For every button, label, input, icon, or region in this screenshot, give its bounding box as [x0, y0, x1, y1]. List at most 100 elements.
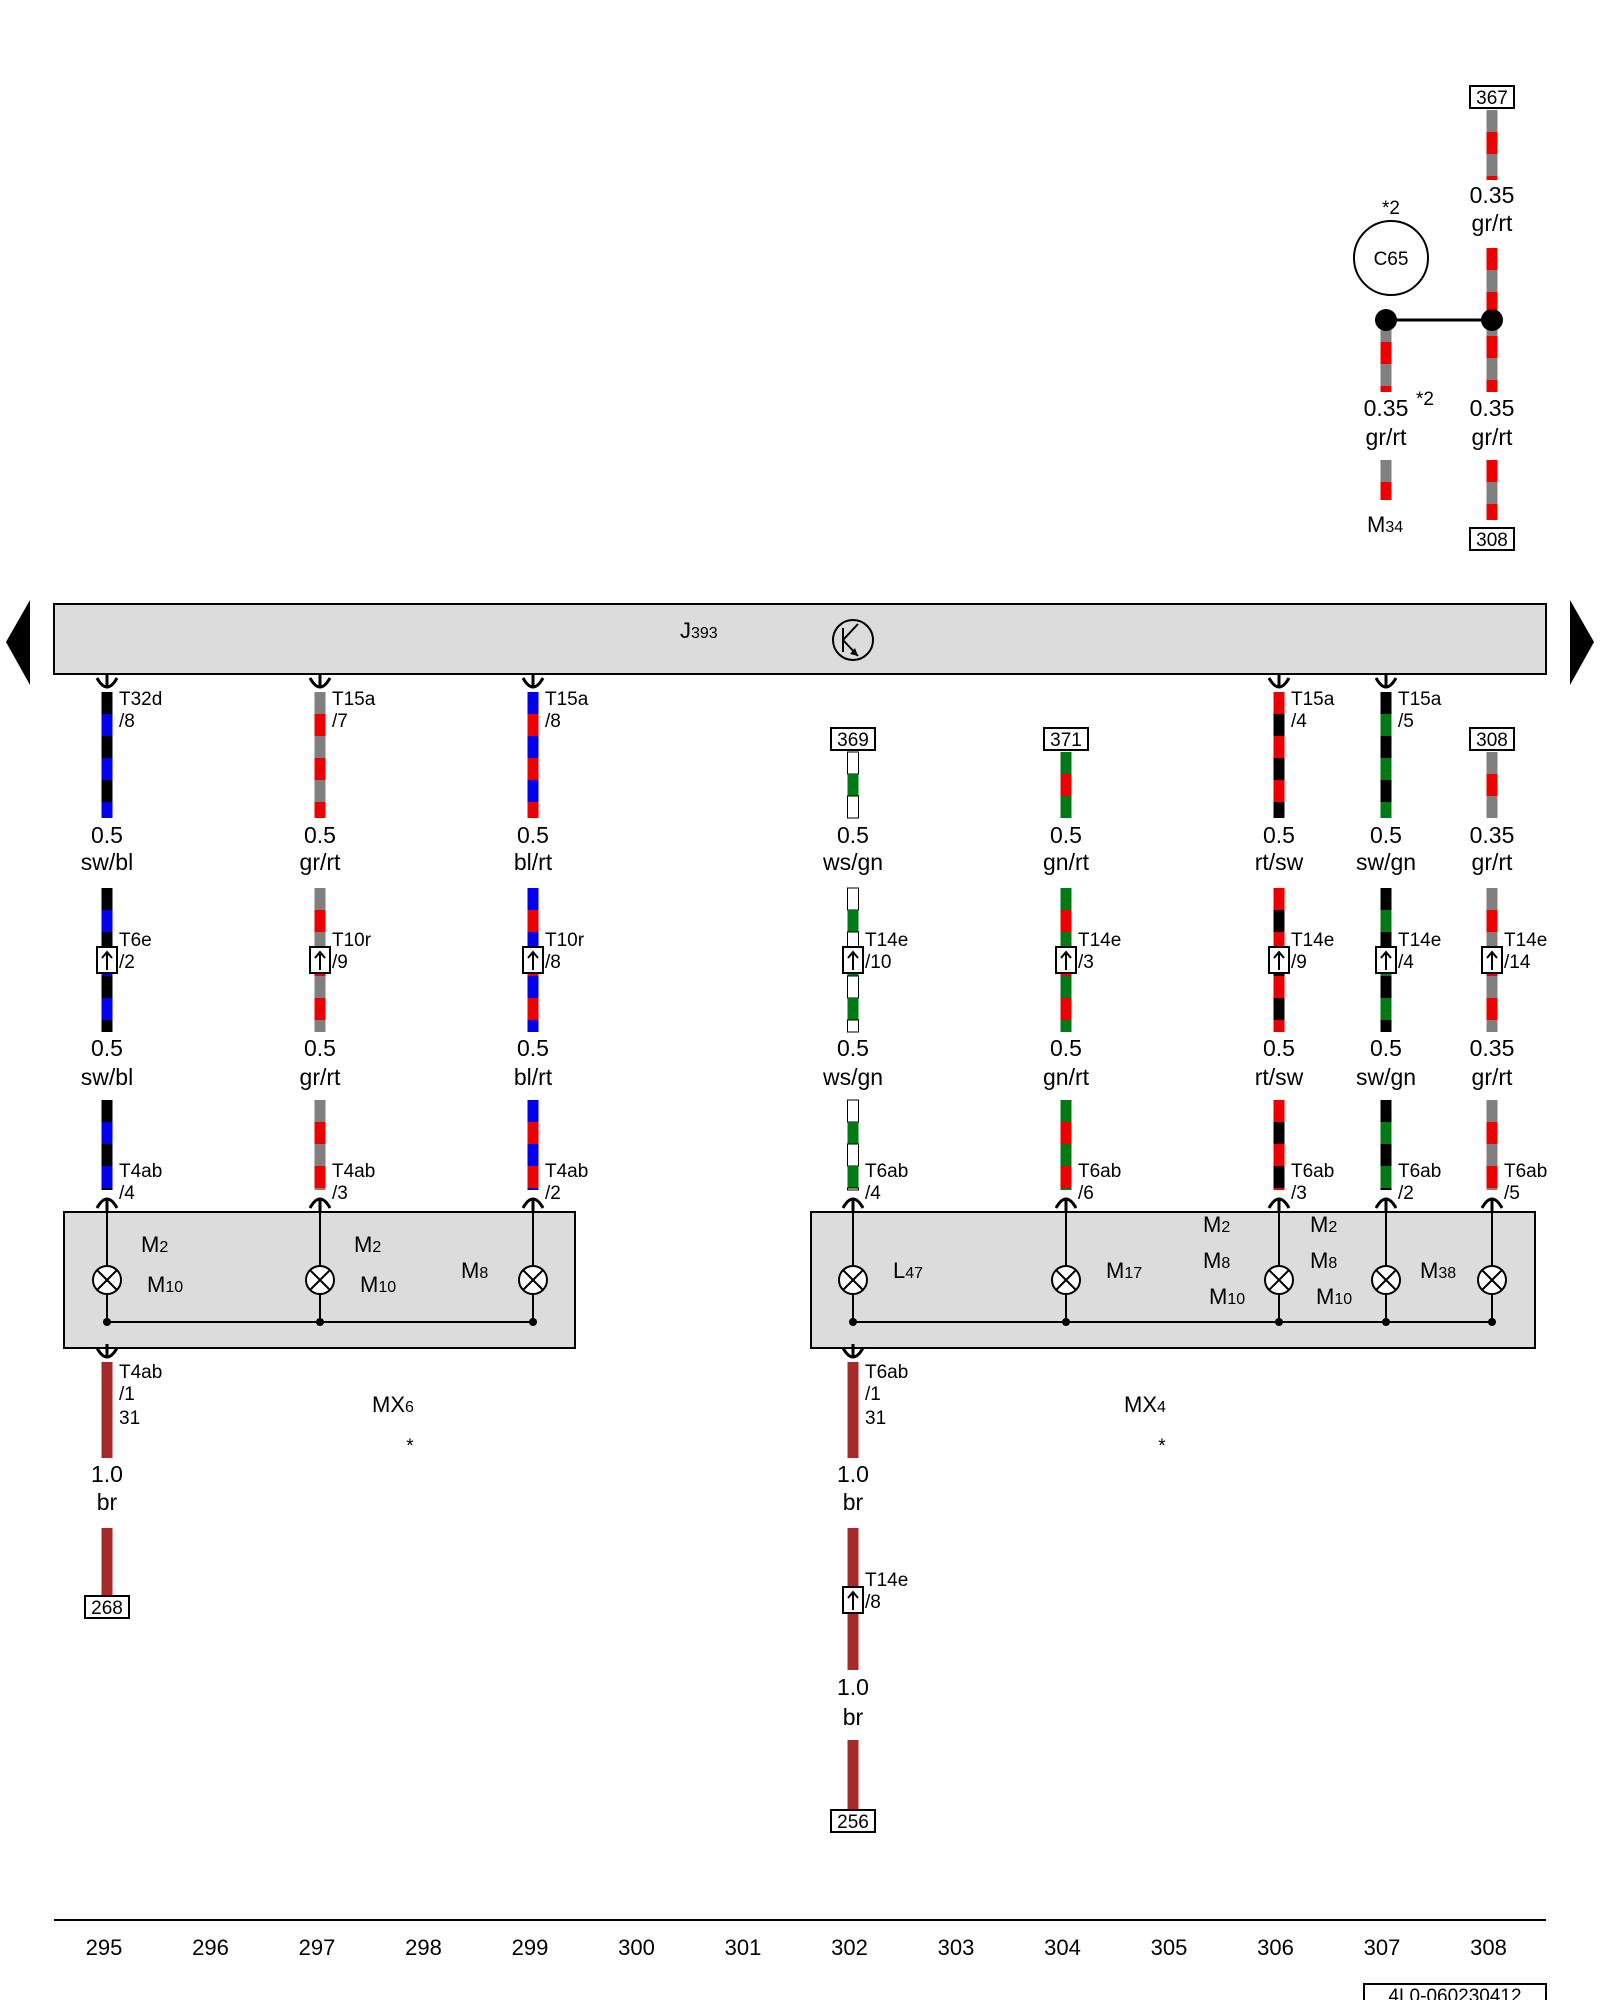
- axis-number: 306: [1257, 1935, 1294, 1960]
- ref-number: 256: [837, 1812, 869, 1833]
- wire-color: bl/rt: [514, 849, 553, 875]
- wire-segment: [847, 1384, 859, 1406]
- axis-number: 295: [86, 1935, 123, 1960]
- wire-segment: [1273, 758, 1285, 780]
- wire-segment: [847, 1019, 859, 1033]
- wire-segment: [847, 1428, 859, 1450]
- wire-color: gr/rt: [1472, 210, 1514, 236]
- axis-number: 308: [1470, 1935, 1507, 1960]
- junction-dot: [1062, 1318, 1070, 1326]
- inline-connector-arrow-icon: [1060, 950, 1072, 970]
- axis-number: 300: [618, 1935, 655, 1960]
- ground-m34-label: M34: [1367, 512, 1403, 537]
- wire-size: 0.5: [304, 1035, 336, 1061]
- wire-segment: [101, 1362, 113, 1384]
- wire-segment: [101, 1450, 113, 1458]
- connector-fork: [841, 1197, 865, 1209]
- wire-segment: [1060, 976, 1072, 998]
- ref-number: 367: [1476, 88, 1508, 109]
- page-prev-arrow-icon[interactable]: [6, 600, 30, 685]
- wire-segment: [847, 1550, 859, 1572]
- wire-size: 0.5: [517, 822, 549, 848]
- wire-segment: [847, 1187, 859, 1191]
- wire-segment: [527, 802, 539, 818]
- ground-pin-label: T4ab: [119, 1362, 162, 1383]
- wire-size: 0.5: [1263, 822, 1295, 848]
- pin-number: /5: [1398, 711, 1414, 732]
- wire-size: 0.35: [1470, 182, 1515, 208]
- top-circuit: 3670.35gr/rt0.35gr/rt308C65*20.35*2gr/rt…: [1353, 85, 1515, 551]
- wire-segment: [1486, 154, 1498, 176]
- junction-dot: [1488, 1318, 1496, 1326]
- wire-segment: [1273, 692, 1285, 714]
- connector-fork: [95, 1347, 119, 1359]
- wire-segment: [101, 1188, 113, 1190]
- pin-number: /4: [1291, 711, 1307, 732]
- ref-box: [1043, 727, 1089, 751]
- to-pin-number: /5: [1504, 1183, 1520, 1204]
- wire-color: gr/rt: [1472, 1064, 1514, 1090]
- ground-terminal: 31: [865, 1408, 886, 1429]
- wire-segment: [527, 932, 539, 954]
- wire-segment: [314, 780, 326, 802]
- wire-segment: [101, 736, 113, 758]
- wire-segment: [847, 1572, 859, 1594]
- wire-segment: [101, 1144, 113, 1166]
- ground-terminal: 31: [119, 1408, 140, 1429]
- lamp-label: M2: [141, 1232, 168, 1257]
- page-next-arrow-icon[interactable]: [1570, 600, 1594, 685]
- wire-segment: [847, 795, 859, 819]
- wire-segment: [1380, 460, 1392, 482]
- wire-color: sw/bl: [81, 849, 133, 875]
- wire-segment: [847, 1784, 859, 1806]
- axis-number: 302: [831, 1935, 868, 1960]
- ref-number: 308: [1476, 530, 1508, 551]
- lamp-cross: [842, 1269, 864, 1291]
- wire-segment: [1380, 758, 1392, 780]
- connector-fork: [1480, 1197, 1504, 1209]
- to-pin-number: /2: [1398, 1183, 1414, 1204]
- wire-segment: [847, 1362, 859, 1384]
- wire-color: ws/gn: [822, 1064, 883, 1090]
- wire-size: 0.5: [1050, 1035, 1082, 1061]
- wire-segment: [1273, 976, 1285, 998]
- wire-segment: [314, 1188, 326, 1190]
- wire-segment: [101, 976, 113, 998]
- mid-pin-label: T14e: [865, 930, 908, 951]
- wire-size: 1.0: [837, 1674, 869, 1700]
- wire-segment: [1060, 888, 1072, 910]
- wire-segment: [314, 692, 326, 714]
- axis-number: 299: [512, 1935, 549, 1960]
- wire-segment: [1486, 336, 1498, 358]
- ref-number: 308: [1476, 730, 1508, 751]
- connector-fork: [95, 677, 119, 689]
- wire-segment: [101, 1384, 113, 1406]
- ref-number: 369: [837, 730, 869, 751]
- lamp-cross: [96, 1269, 118, 1291]
- wire-color: gr/rt: [300, 1064, 342, 1090]
- wire-segment: [1060, 774, 1072, 796]
- wire-segment: [527, 692, 539, 714]
- lamp-cross: [1268, 1269, 1290, 1291]
- ref-box: [830, 1809, 876, 1833]
- wire-segment: [1273, 998, 1285, 1020]
- wire-segment: [1273, 802, 1285, 818]
- mid-pin-label: T14e: [1398, 930, 1441, 951]
- wire-color: br: [843, 1704, 864, 1730]
- wire-segment: [1380, 714, 1392, 736]
- inline-connector-arrow-icon: [1486, 950, 1498, 970]
- mid-pin-number: /3: [1078, 952, 1094, 973]
- wire-segment: [101, 780, 113, 802]
- wire-segment: [1273, 932, 1285, 954]
- wire-segment: [1486, 270, 1498, 292]
- wire-segment: [847, 1099, 859, 1123]
- ground-pin-label: T6ab: [865, 1362, 908, 1383]
- junction-dot: [529, 1318, 537, 1326]
- wire-color: sw/bl: [81, 1064, 133, 1090]
- pin-number: /8: [119, 711, 135, 732]
